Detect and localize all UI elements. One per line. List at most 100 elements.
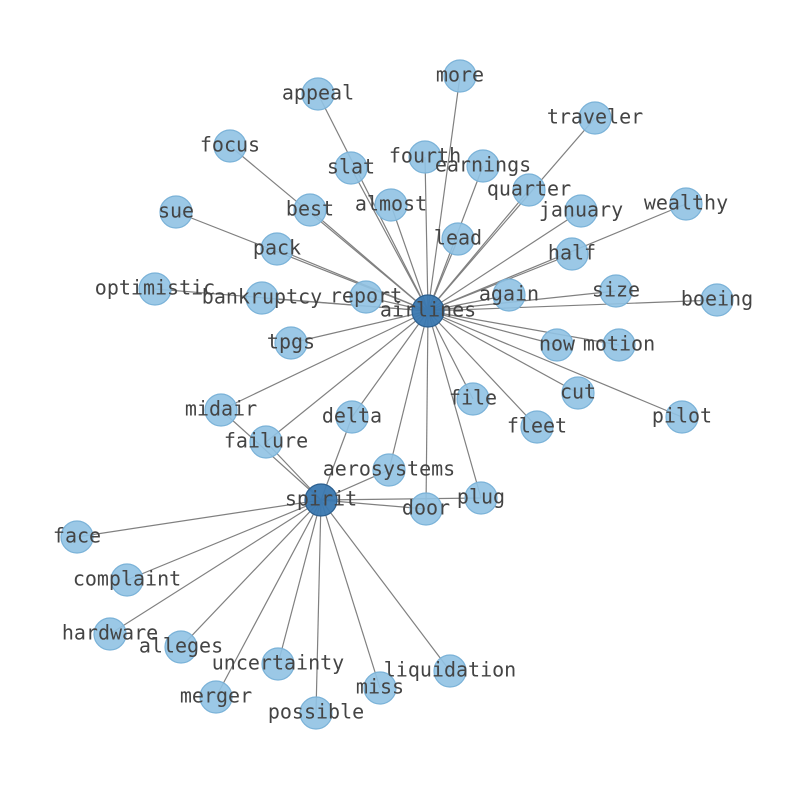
node-miss: [363, 671, 397, 705]
node-label-plug: plug: [457, 485, 505, 509]
edge-spirit-miss: [320, 499, 381, 689]
node-half: [555, 237, 589, 271]
node-almost: [374, 188, 408, 222]
edge-spirit-door: [320, 499, 427, 510]
node-pack: [260, 232, 294, 266]
edge-airlines-fourth: [424, 156, 429, 312]
node-spirit: [304, 483, 338, 517]
edge-airlines-boeing: [427, 299, 718, 312]
node-boeing: [700, 283, 734, 317]
node-label-fleet: fleet: [507, 414, 567, 438]
node-now: [540, 328, 574, 362]
node-label-best: best: [286, 197, 334, 221]
edge-airlines-door: [425, 310, 429, 510]
edge-airlines-failure: [265, 310, 429, 443]
edge-airlines-tpgs: [290, 310, 429, 344]
node-plug: [464, 481, 498, 515]
node-label-hardware: hardware: [62, 621, 158, 645]
node-label-report: report: [330, 284, 402, 308]
node-fourth: [408, 140, 442, 174]
node-cut: [561, 376, 595, 410]
node-door: [409, 492, 443, 526]
node-label-uncertainty: uncertainty: [212, 651, 344, 675]
edge-airlines-delta: [351, 310, 429, 418]
node-hardware: [93, 617, 127, 651]
edge-airlines-quarter: [427, 189, 530, 312]
node-label-boeing: boeing: [681, 287, 753, 311]
node-label-aerosystems: aerosystems: [323, 457, 455, 481]
node-label-half: half: [548, 241, 596, 265]
edge-airlines-january: [427, 210, 582, 312]
edge-airlines-traveler: [427, 117, 596, 312]
node-label-miss: miss: [356, 675, 404, 699]
edge-airlines-slat: [350, 167, 429, 312]
node-january: [564, 194, 598, 228]
edge-airlines-best: [309, 209, 429, 312]
edge-airlines-midair: [220, 310, 429, 411]
node-label-sue: sue: [158, 199, 194, 223]
node-label-tpgs: tpgs: [267, 330, 315, 354]
node-airlines: [411, 294, 445, 328]
node-slat: [334, 151, 368, 185]
edge-airlines-more: [427, 75, 461, 312]
node-complaint: [110, 563, 144, 597]
node-label-appeal: appeal: [282, 81, 354, 105]
node-label-slat: slat: [327, 155, 375, 179]
node-report: [349, 280, 383, 314]
edges-layer: [76, 75, 718, 714]
node-uncertainty: [261, 647, 295, 681]
node-tpgs: [274, 326, 308, 360]
node-again: [492, 278, 526, 312]
node-alleges: [164, 630, 198, 664]
edge-airlines-sue: [175, 211, 429, 312]
node-motion: [602, 328, 636, 362]
edge-airlines-aerosystems: [388, 310, 429, 471]
edge-airlines-cut: [427, 310, 579, 394]
node-label-door: door: [402, 496, 450, 520]
node-label-motion: motion: [583, 332, 655, 356]
node-label-alleges: alleges: [139, 634, 223, 658]
edge-airlines-almost: [390, 204, 429, 312]
edge-airlines-pack: [276, 248, 429, 312]
node-label-fourth: fourth: [389, 144, 461, 168]
node-optimistic: [138, 272, 172, 306]
node-label-pack: pack: [253, 236, 301, 260]
edge-airlines-motion: [427, 310, 620, 346]
node-label-almost: almost: [355, 192, 427, 216]
edge-spirit-complaint: [126, 499, 322, 581]
node-earnings: [466, 149, 500, 183]
node-label-optimistic: optimistic: [95, 276, 215, 300]
node-label-failure: failure: [224, 429, 308, 453]
node-delta: [335, 400, 369, 434]
nodes-layer: [60, 59, 734, 730]
node-label-liquidation: liquidation: [384, 658, 516, 682]
edge-spirit-merger: [215, 499, 322, 698]
edge-spirit-face: [76, 499, 322, 538]
node-pilot: [665, 400, 699, 434]
edge-spirit-alleges: [180, 499, 322, 648]
node-fleet: [520, 410, 554, 444]
node-appeal: [301, 77, 335, 111]
edge-airlines-fleet: [427, 310, 538, 428]
node-file: [456, 382, 490, 416]
node-label-more: more: [436, 63, 484, 87]
node-label-airlines: airlines: [380, 298, 476, 322]
node-best: [293, 193, 327, 227]
node-label-wealthy: wealthy: [644, 191, 728, 215]
node-bankruptcy: [245, 281, 279, 315]
node-more: [443, 59, 477, 93]
edge-airlines-appeal: [317, 93, 429, 312]
node-face: [60, 520, 94, 554]
node-label-bankruptcy: bankruptcy: [202, 285, 322, 309]
edge-spirit-uncertainty: [277, 499, 322, 665]
node-label-midair: midair: [185, 397, 257, 421]
node-label-now: now: [539, 332, 576, 356]
node-liquidation: [433, 654, 467, 688]
node-label-pilot: pilot: [652, 404, 712, 428]
labels-layer: airlinesspiritmoreappealtravelerfocussla…: [53, 63, 753, 724]
node-label-complaint: complaint: [73, 567, 181, 591]
edge-airlines-plug: [427, 310, 482, 499]
edge-spirit-hardware: [109, 499, 322, 635]
node-label-january: january: [539, 198, 623, 222]
